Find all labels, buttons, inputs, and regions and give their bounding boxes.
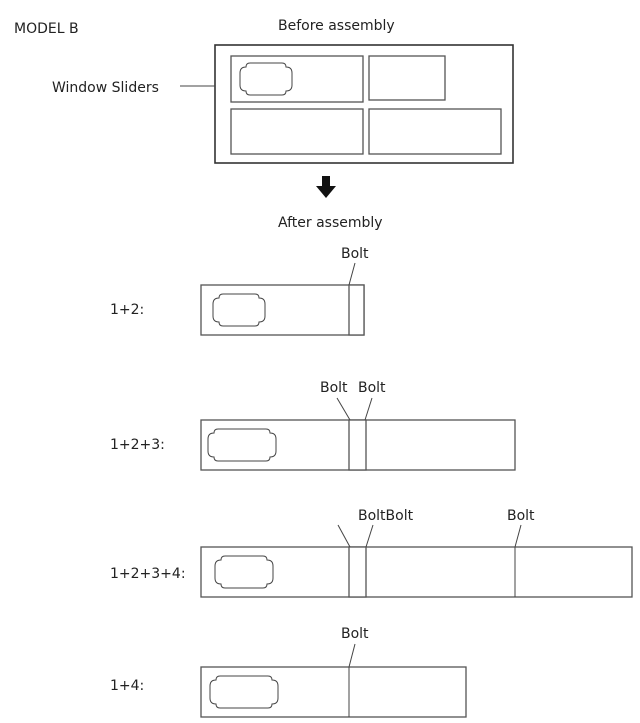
bolt-leader (348, 262, 356, 286)
slider-2 (368, 55, 446, 101)
handle-icon (207, 428, 277, 462)
bolt-leader (348, 643, 356, 668)
bolt-segment (348, 284, 365, 336)
assembly-bar (200, 546, 633, 598)
bolt-label: Bolt (341, 626, 369, 642)
assembly-1-2: 1+2: Bolt (110, 246, 369, 336)
before-assembly-title: Before assembly (278, 18, 395, 34)
before-assembly-frame (214, 44, 514, 164)
slider-4 (368, 108, 502, 155)
slider-3 (230, 108, 364, 155)
assembly-bar (200, 284, 365, 336)
down-arrow-icon (316, 176, 336, 198)
handle-icon (239, 62, 293, 96)
assembly-1-2-3: 1+2+3: Bolt Bolt (110, 380, 516, 471)
handle-icon (214, 555, 274, 589)
handle-icon (209, 675, 279, 709)
bolt-leader (337, 524, 351, 548)
assembly-1-4: 1+4: Bolt (110, 626, 467, 718)
bolt-label: Bolt (341, 246, 369, 262)
bolt-label: BoltBolt (358, 508, 414, 524)
assembly-label: 1+2+3+4: (110, 566, 186, 582)
bolt-leader (365, 524, 374, 548)
after-assembly-title: After assembly (278, 215, 383, 231)
model-label: MODEL B (14, 21, 79, 37)
assembly-label: 1+4: (110, 678, 144, 694)
assembly-1-2-3-4: 1+2+3+4: BoltBolt Bolt (110, 508, 633, 598)
bolt-segment (348, 546, 367, 598)
bolt-label: Bolt (358, 380, 386, 396)
window-sliders-label: Window Sliders (52, 80, 159, 96)
bolt-label: Bolt (507, 508, 535, 524)
bolt-label: Bolt (320, 380, 348, 396)
bolt-leader (364, 397, 373, 421)
handle-icon (212, 293, 266, 327)
assembly-label: 1+2+3: (110, 437, 165, 453)
bolt-leader (514, 524, 522, 548)
slider-1 (230, 55, 364, 103)
bolt-segment (348, 419, 367, 471)
bolt-leader (336, 397, 351, 421)
assembly-bar (200, 666, 467, 718)
assembly-label: 1+2: (110, 302, 144, 318)
